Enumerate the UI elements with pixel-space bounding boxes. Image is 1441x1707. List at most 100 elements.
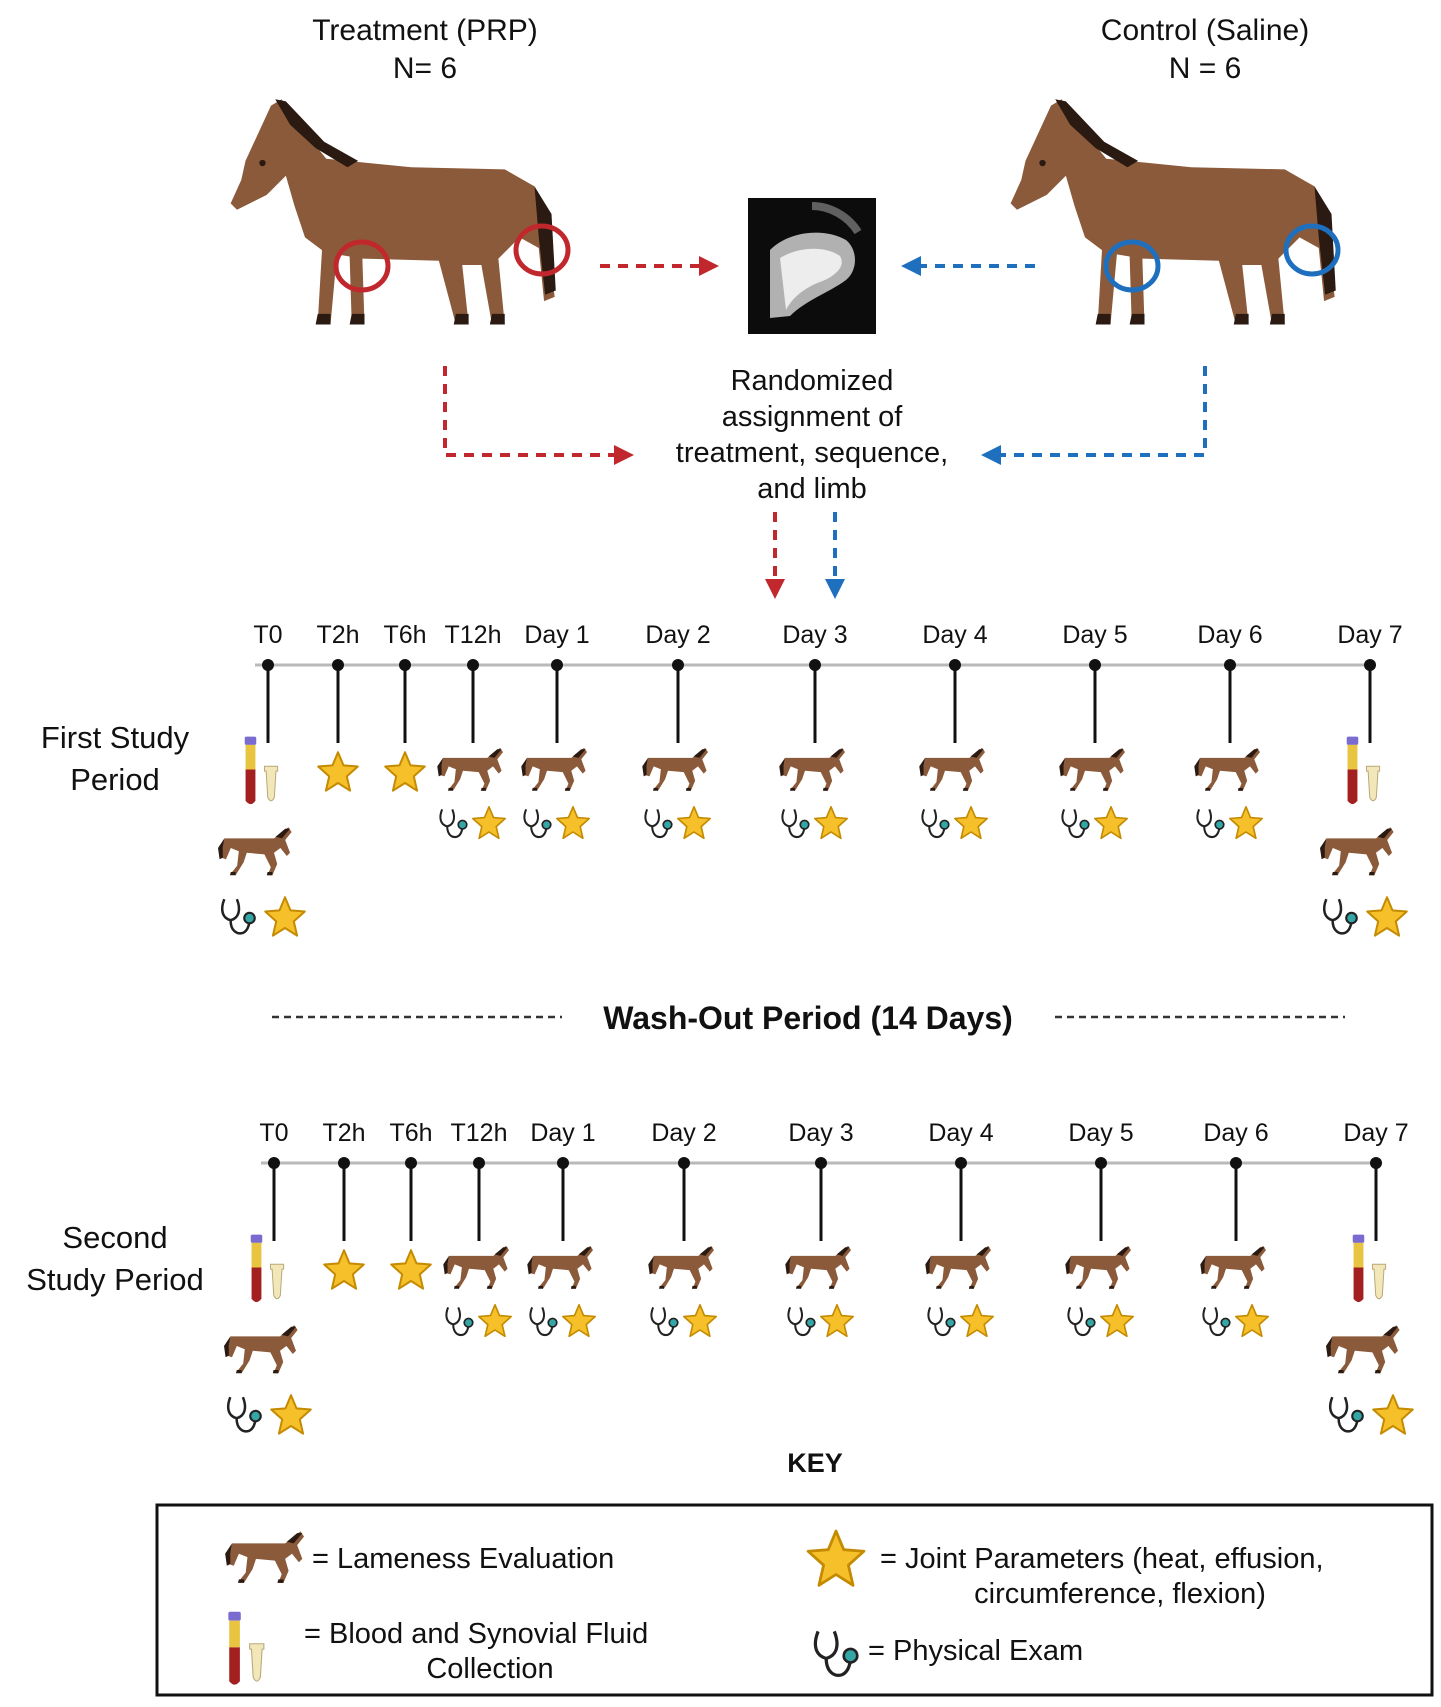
star-icon [806,1529,866,1587]
horse-icon [779,747,845,791]
timepoint-marker [672,659,684,671]
star-icon [561,1303,597,1338]
second-period-line-1: Second [62,1220,167,1255]
timepoint-label: Day 6 [1203,1119,1268,1147]
horse-icon [919,747,985,791]
horse-icon [1059,747,1125,791]
stethoscope-icon [445,1306,474,1337]
blood-tubes-icon [244,736,279,805]
control-horse-icon [1010,99,1336,325]
xray-image [748,198,876,334]
randomization-line-4: and limb [757,473,867,505]
star-icon [1099,1303,1135,1338]
first-period-line-2: Period [70,762,160,797]
randomization-text: Randomized assignment of treatment, sequ… [676,365,948,505]
timepoint-label: Day 4 [922,621,987,649]
horse-icon [1200,1245,1266,1289]
stethoscope-icon [529,1306,558,1337]
key-joint-label-2: circumference, flexion) [974,1578,1266,1610]
star-icon [317,751,359,792]
timepoint-label: Day 3 [788,1119,853,1147]
timepoint-marker [467,659,479,671]
horse-icon [1065,1245,1131,1289]
key-blood-label-1: = Blood and Synovial Fluid [304,1618,648,1650]
horse-icon [1320,827,1394,876]
star-icon [953,805,989,840]
star-icon [813,805,849,840]
timepoint-marker [262,659,274,671]
stethoscope-icon [787,1306,816,1337]
stethoscope-icon [921,808,950,839]
horse-icon [225,1531,304,1583]
timepoint-marker [809,659,821,671]
treatment-hindleg-circle [513,223,571,277]
blood-tubes-icon [227,1611,265,1686]
key-box [155,1503,1434,1697]
timepoint-label: Day 2 [645,621,710,649]
randomization-line-1: Randomized [731,365,894,397]
stethoscope-icon [1196,808,1225,839]
timepoint-label: Day 1 [530,1119,595,1147]
timepoint-label: Day 6 [1197,621,1262,649]
timepoint-label: T2h [322,1119,365,1147]
control-hindleg-circle [1283,223,1341,277]
timepoint-marker [1230,1157,1242,1169]
timepoint-marker [268,1157,280,1169]
star-icon [264,896,306,937]
blood-tubes-icon [250,1234,285,1303]
timepoint-label: Day 3 [782,621,847,649]
blood-tubes-icon [1352,1234,1387,1303]
treatment-n: N= 6 [393,52,457,85]
second-period-label: Second Study Period [26,1220,204,1297]
timepoint-marker [1089,659,1101,671]
control-n: N = 6 [1169,52,1242,85]
timepoint-label: Day 7 [1337,621,1402,649]
treatment-title: Treatment (PRP) [312,14,538,47]
stethoscope-icon [523,808,552,839]
star-icon [270,1394,312,1435]
timepoint-marker [557,1157,569,1169]
control-foreleg-circle [1103,239,1161,293]
control-title: Control (Saline) [1101,14,1309,47]
timepoint-label: Day 1 [524,621,589,649]
timepoint-label: T6h [389,1119,432,1147]
timepoint-marker [678,1157,690,1169]
timepoint-label: T0 [253,621,282,649]
timepoint-marker [1364,659,1376,671]
stethoscope-icon [1067,1306,1096,1337]
horse-icon [218,827,292,876]
star-icon [384,751,426,792]
timepoint-label: Day 4 [928,1119,993,1147]
horse-icon [521,747,587,791]
washout-divider: Wash-Out Period (14 Days) [272,1000,1345,1036]
control-to-randomization-arrow [981,366,1207,465]
timepoint-marker [949,659,961,671]
stethoscope-icon [226,1395,263,1433]
star-icon [676,805,712,840]
timepoint-label: T0 [259,1119,288,1147]
stethoscope-icon [1328,1395,1365,1433]
treatment-group: Treatment (PRP) N= 6 [230,14,571,325]
key-item-physical: = Physical Exam [813,1629,1083,1678]
horse-icon [224,1325,298,1374]
star-icon [555,805,591,840]
timepoint-marker [1224,659,1236,671]
randomization-line-3: treatment, sequence, [676,437,948,469]
stethoscope-icon [927,1306,956,1337]
star-icon [1228,805,1264,840]
horse-icon [642,747,708,791]
timepoint-label: T6h [383,621,426,649]
star-icon [682,1303,718,1338]
horse-icon [648,1245,714,1289]
horse-icon [925,1245,991,1289]
stethoscope-icon [220,897,257,935]
key-item-joint: = Joint Parameters (heat, effusion, circ… [806,1529,1324,1610]
timepoint-label: T2h [316,621,359,649]
timepoint-marker [1095,1157,1107,1169]
first-period-line-1: First Study [41,720,190,755]
timepoint-label: Day 5 [1068,1119,1133,1147]
star-icon [1093,805,1129,840]
randomization-line-2: assignment of [722,401,903,433]
